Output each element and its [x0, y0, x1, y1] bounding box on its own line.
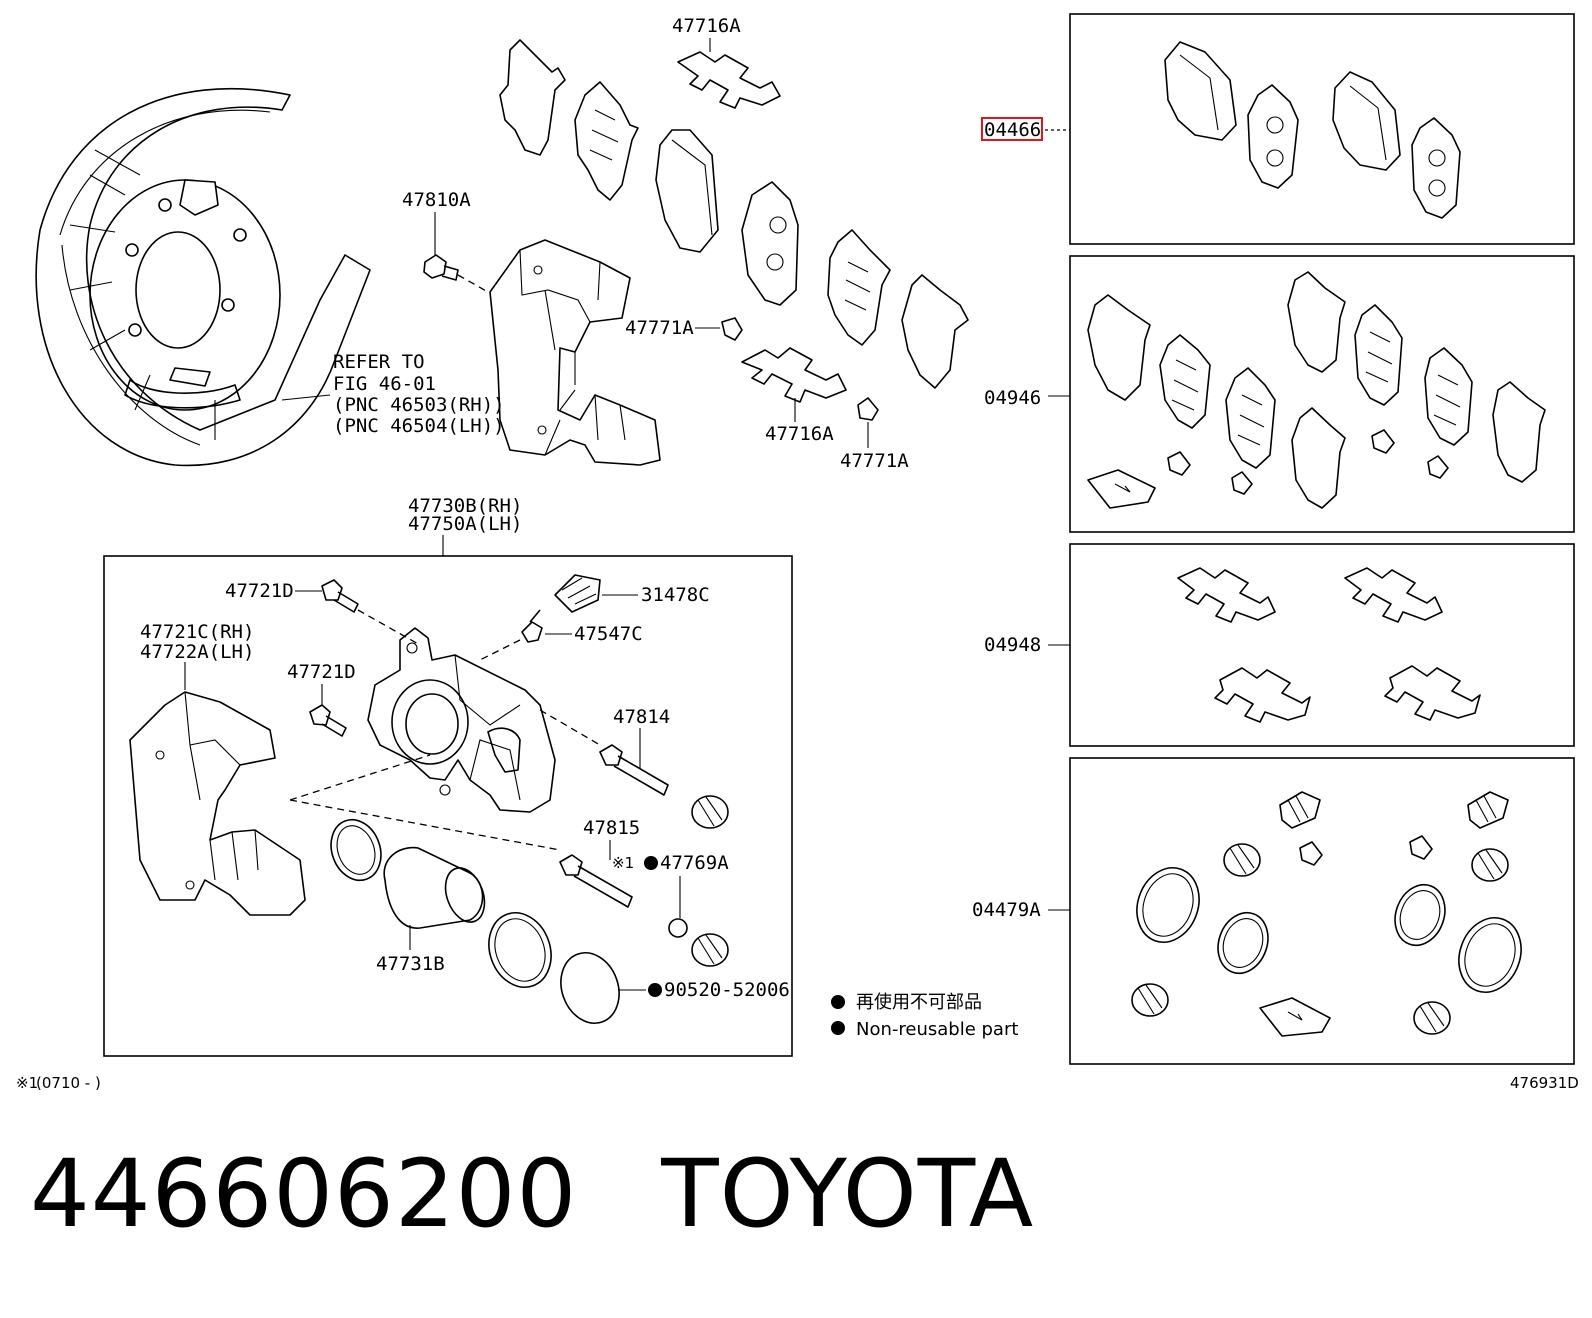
label-47722a-lh: 47722A(LH) — [140, 641, 254, 663]
seal-kit-04479a-illustration — [1131, 791, 1522, 1037]
label-47814: 47814 — [613, 706, 670, 728]
label-47716a-bottom: 47716A — [765, 423, 834, 445]
boot-31478c — [554, 574, 601, 613]
refer-note-line-2: FIG 46-01 — [333, 373, 436, 395]
label-47731b: 47731B — [376, 953, 445, 975]
label-47769a: 47769A — [660, 852, 729, 874]
guide-pin-47814 — [599, 744, 669, 796]
label-47771a-bottom: 47771A — [840, 450, 909, 472]
footnote-mark: ※1 — [16, 1074, 38, 1092]
figure-id: 476931D — [1510, 1074, 1579, 1092]
label-47815: 47815 — [583, 817, 640, 839]
label-31478c: 31478C — [641, 584, 710, 606]
label-47810a: 47810A — [402, 189, 471, 211]
kit-box-04948 — [1069, 543, 1575, 747]
label-47769a-note-mark: ※1 — [612, 854, 634, 872]
kit-box-04479a — [1069, 757, 1575, 1065]
spring-kit-04948-illustration — [1177, 567, 1481, 723]
pad-kit-04466-illustration — [1164, 41, 1461, 219]
label-47721c-rh: 47721C(RH) — [140, 621, 254, 643]
bushing-47769a — [668, 918, 729, 967]
non-reusable-dot-47769a — [644, 856, 658, 870]
label-47721d-lower: 47721D — [287, 661, 356, 683]
piston-seal — [330, 818, 382, 882]
o-ring-90520 — [560, 952, 620, 1024]
footnote-range: (0710 - ) — [36, 1074, 101, 1092]
caliper-bracket-47721c — [129, 691, 306, 916]
refer-note-line-3: (PNC 46503(RH)) — [333, 394, 505, 416]
part-caption: 446606200 TOYOTA — [30, 1140, 1034, 1249]
caliper-body — [367, 627, 556, 813]
anti-rattle-spring-top — [677, 51, 781, 109]
label-47750a-lh: 47750A(LH) — [408, 513, 522, 535]
label-90520-52006: 90520-52006 — [664, 979, 790, 1001]
refer-note-line-1: REFER TO — [333, 351, 425, 373]
label-47721d-upper: 47721D — [225, 580, 294, 602]
non-reusable-dot-90520 — [648, 983, 662, 997]
guide-pin-47815 — [559, 854, 633, 908]
refer-note-line-4: (PNC 46504(LH)) — [333, 415, 505, 437]
label-04479a: 04479A — [972, 899, 1041, 921]
piston-47731b — [383, 846, 486, 929]
dust-boot-ring — [488, 912, 552, 988]
clip-47771a-left — [721, 317, 743, 341]
dust-shield-illustration — [35, 87, 371, 467]
boot-47814 — [691, 795, 729, 829]
part-number: 446606200 — [30, 1140, 578, 1249]
caliper-assembly-box — [103, 555, 793, 1057]
legend-text-jp: 再使用不可部品 — [856, 992, 982, 1013]
label-47716a-top: 47716A — [672, 15, 741, 37]
clip-47771a-bottom — [857, 397, 879, 421]
label-47730b-rh: 47730B(RH) — [408, 495, 522, 517]
label-04946: 04946 — [984, 387, 1041, 409]
caliper-mounting-bracket — [489, 239, 661, 466]
label-47771a-left: 47771A — [625, 317, 694, 339]
legend-dot-jp — [831, 995, 845, 1009]
brand-name: TOYOTA — [661, 1140, 1035, 1249]
shim-kit-04946-illustration — [1087, 271, 1546, 509]
bolt-47810a — [423, 254, 489, 293]
kit-box-04466 — [1069, 13, 1575, 245]
pads-exploded-illustration — [499, 39, 969, 389]
bolt-47721d-upper — [321, 579, 421, 646]
bleeder-screw-47547c — [479, 609, 543, 661]
legend-text-en: Non-reusable part — [856, 1019, 1018, 1040]
highlight-04466 — [981, 117, 1043, 141]
label-04466: 04466 — [984, 119, 1041, 141]
legend-dot-en — [831, 1021, 845, 1035]
anti-rattle-spring-bottom — [741, 347, 847, 403]
label-47547c: 47547C — [574, 623, 643, 645]
kit-box-04946 — [1069, 255, 1575, 533]
label-04948: 04948 — [984, 634, 1041, 656]
bolt-47721d-lower — [309, 704, 347, 737]
